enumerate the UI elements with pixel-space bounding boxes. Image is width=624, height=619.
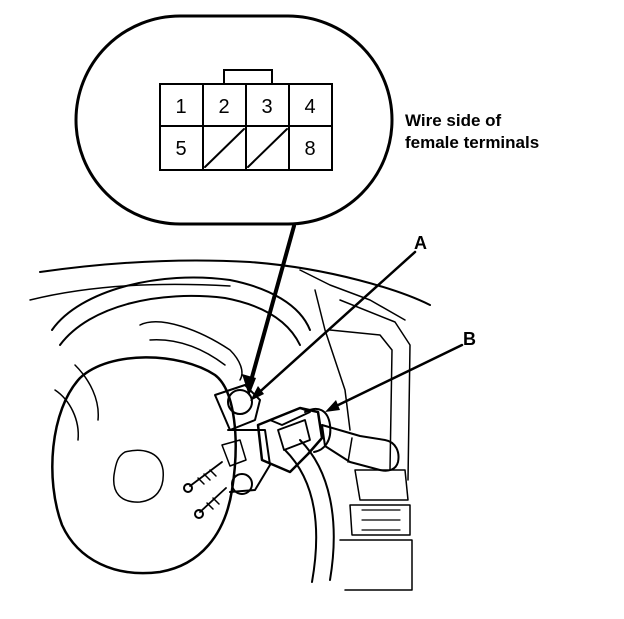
empty-cavity-6: [204, 128, 245, 168]
terminal-3: 3: [261, 96, 272, 118]
callout-b-label: B: [463, 329, 476, 349]
callout-a-label: A: [414, 233, 427, 253]
screw-upper: [183, 461, 223, 493]
connector-leader-arrow: [247, 224, 296, 390]
airbag-pad: [51, 356, 237, 575]
combination-switch: [256, 406, 324, 474]
switch-stalk: [321, 424, 400, 472]
terminal-2: 2: [218, 96, 229, 118]
terminal-1: 1: [175, 96, 186, 118]
caption-line-2: female terminals: [405, 133, 539, 152]
terminal-4: 4: [304, 96, 315, 118]
terminal-8: 8: [304, 138, 315, 160]
callout-b-leader: [328, 343, 464, 411]
steering-column-illustration: [29, 259, 431, 591]
screw-lower: [194, 487, 227, 519]
empty-cavity-7: [247, 128, 288, 168]
caption-line-1: Wire side of: [405, 111, 502, 130]
connector-inset: 1 2 3 4 5 8: [74, 14, 394, 226]
callout-a-leader: [252, 250, 417, 399]
terminal-5: 5: [175, 138, 186, 160]
